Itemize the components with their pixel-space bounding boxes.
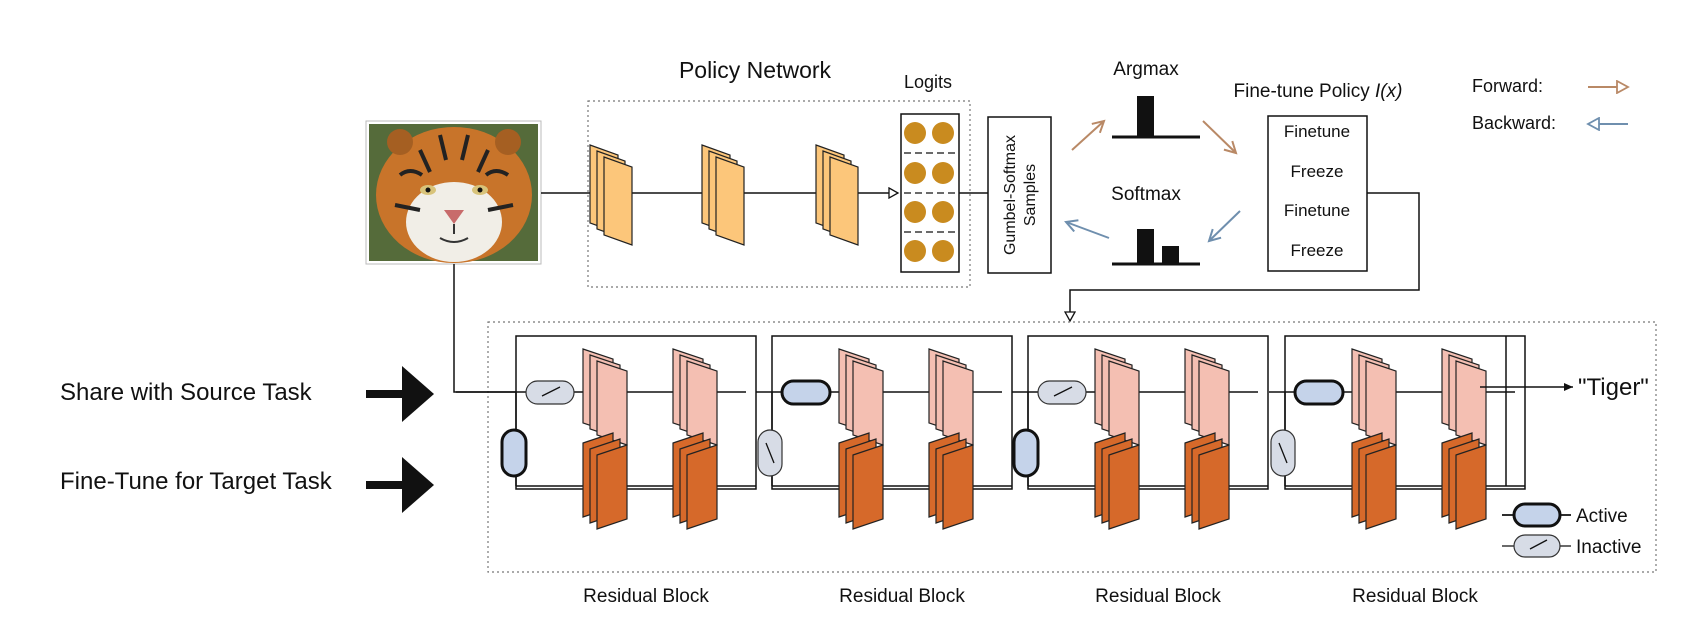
policy-item: Finetune (1284, 201, 1350, 220)
active-switch (500, 428, 528, 478)
policy-to-network-connector (1070, 192, 1420, 321)
backward-arrow-left (1066, 222, 1110, 239)
policy-item: Freeze (1291, 241, 1344, 260)
active-switch (780, 379, 832, 406)
source-layer (838, 348, 884, 446)
logit-dot (904, 122, 926, 144)
policy-network-title: Policy Network (679, 57, 832, 83)
argmax-histogram (1112, 96, 1200, 139)
residual-block-frame (1284, 335, 1526, 490)
logit-dots (904, 122, 954, 262)
gumbel-softmax-label: Gumbel-Softmax (1002, 135, 1019, 255)
residual-block: Residual Block (1012, 335, 1269, 607)
source-layer (1094, 348, 1140, 446)
backward-arrow-up (1209, 210, 1241, 241)
legend-forward-label: Forward: (1472, 76, 1543, 96)
active-switch-icon (1512, 502, 1562, 528)
active-switch (1012, 428, 1040, 478)
target-layer (1094, 432, 1140, 530)
target-layer (1184, 432, 1230, 530)
target-layer (672, 432, 718, 530)
softmax-histogram (1112, 229, 1200, 266)
gumbel-softmax-box (987, 116, 1052, 274)
target-layer (928, 432, 974, 530)
logit-dot (904, 201, 926, 223)
residual-block-frame (771, 335, 1013, 490)
forward-arrow-down (1202, 120, 1236, 153)
residual-blocks: Residual Block Residual Block Residual Blo… (456, 335, 1526, 607)
logit-dot (904, 162, 926, 184)
residual-block-label: Residual Block (583, 586, 709, 607)
residual-block-label: Residual Block (1352, 586, 1478, 607)
source-layer (928, 348, 974, 446)
residual-block-frame (1027, 335, 1269, 490)
forward-arrow-up (1071, 121, 1104, 151)
encoder-layer (701, 144, 745, 246)
finetune-policy-title: Fine-tune Policy I(x) (1234, 81, 1403, 102)
target-layer (1441, 432, 1487, 530)
residual-block-label: Residual Block (1095, 586, 1221, 607)
argmax-label: Argmax (1113, 59, 1179, 80)
source-layer (582, 348, 628, 446)
image-to-network-connector (453, 264, 516, 393)
source-layer (1441, 348, 1487, 446)
target-layer (1351, 432, 1397, 530)
output-label: "Tiger" (1578, 374, 1649, 401)
legend-active: Active (1502, 502, 1628, 528)
legend-backward-label: Backward: (1472, 113, 1556, 133)
finetune-target-label: Fine-Tune for Target Task (60, 468, 333, 495)
residual-block: Residual Block (456, 335, 757, 607)
residual-block: Residual Block (756, 335, 1013, 607)
source-layer (672, 348, 718, 446)
gumbel-samples-label: Samples (1022, 164, 1039, 226)
source-layer (1184, 348, 1230, 446)
logit-dot (932, 240, 954, 262)
target-layer (838, 432, 884, 530)
residual-block: Residual Block (1269, 335, 1526, 607)
logits-label: Logits (904, 72, 952, 92)
legend-active-label: Active (1576, 506, 1628, 527)
source-layer (1351, 348, 1397, 446)
encoder-layers (589, 144, 859, 246)
share-source-label: Share with Source Task (60, 379, 313, 406)
encoder-layer (589, 144, 633, 246)
logit-dot (932, 122, 954, 144)
finetune-policy-box (1267, 115, 1368, 272)
policy-network-boundary (587, 100, 971, 288)
legend-inactive-label: Inactive (1576, 537, 1641, 558)
main-network-boundary (487, 321, 1657, 573)
policy-item: Finetune (1284, 122, 1350, 141)
logit-dot (904, 240, 926, 262)
legend-inactive: Inactive (1502, 534, 1641, 558)
active-switch (1293, 379, 1345, 406)
residual-block-frame (515, 335, 757, 490)
residual-block-label: Residual Block (839, 586, 965, 607)
policy-item: Freeze (1291, 162, 1344, 181)
softmax-label: Softmax (1111, 184, 1181, 205)
tiger-image (365, 120, 542, 265)
logit-dot (932, 162, 954, 184)
logit-dot (932, 201, 954, 223)
encoder-layer (815, 144, 859, 246)
target-layer (582, 432, 628, 530)
